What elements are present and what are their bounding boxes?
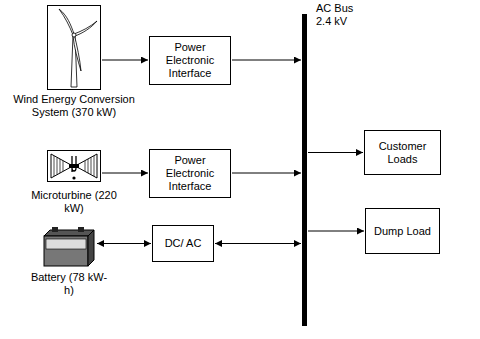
source-label: Battery (78 kW-h) bbox=[27, 271, 111, 297]
source-label: Microturbine (220 kW) bbox=[26, 189, 122, 215]
box-label: Dump Load bbox=[374, 225, 431, 238]
ac-bus: AC Bus 2.4 kV bbox=[302, 14, 307, 326]
box-label: Power Electronic Interface bbox=[154, 154, 226, 193]
connector-arrow bbox=[308, 152, 363, 153]
bus-label: AC Bus 2.4 kV bbox=[316, 2, 368, 28]
connector-arrow bbox=[97, 243, 151, 244]
process-box: DC/ AC bbox=[152, 225, 214, 262]
microturbine-icon bbox=[47, 146, 101, 186]
process-box: Power Electronic Interface bbox=[149, 149, 231, 198]
process-box: Power Electronic Interface bbox=[149, 36, 231, 85]
connector-arrow bbox=[215, 243, 301, 244]
connector-arrow bbox=[308, 231, 364, 232]
source-label: Wind Energy Conversion System (370 kW) bbox=[5, 93, 143, 119]
box-label: DC/ AC bbox=[165, 237, 202, 250]
connector-arrow bbox=[232, 173, 301, 174]
load-box: Customer Loads bbox=[364, 130, 441, 175]
connector-arrow bbox=[102, 60, 148, 61]
microturbine: Microturbine (220 kW) bbox=[47, 146, 101, 186]
wind-turbine-icon bbox=[47, 5, 101, 90]
wind-turbine: Wind Energy Conversion System (370 kW) bbox=[47, 5, 101, 90]
load-box: Dump Load bbox=[365, 208, 440, 254]
connector-arrow bbox=[102, 173, 148, 174]
connector-arrow bbox=[232, 60, 301, 61]
box-label: Customer Loads bbox=[369, 140, 436, 166]
box-label: Power Electronic Interface bbox=[154, 41, 226, 80]
battery-icon bbox=[42, 226, 96, 268]
battery: Battery (78 kW-h) bbox=[42, 226, 96, 268]
